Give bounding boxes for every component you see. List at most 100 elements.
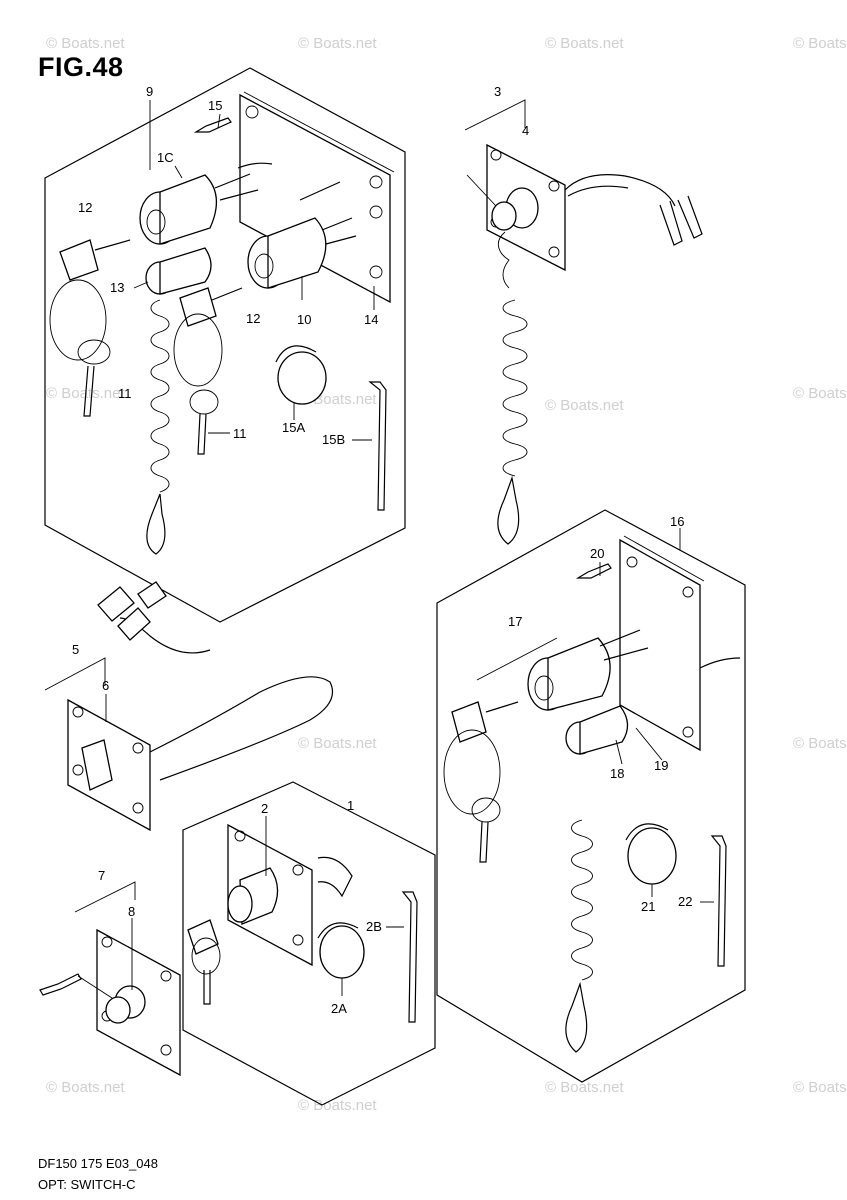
- key-ring: [191, 937, 221, 975]
- watermark: © Boats.net: [545, 397, 624, 414]
- connector: [97, 586, 135, 622]
- part-label-9: 9: [146, 84, 153, 99]
- assembly-5: 5 6: [44, 581, 334, 832]
- tie-strap: [401, 891, 418, 1023]
- screw: [39, 973, 82, 996]
- part-label-19: 19: [654, 758, 668, 773]
- part-label-13: 13: [110, 280, 124, 295]
- leader-line: [635, 727, 663, 761]
- part-label-15: 15: [208, 98, 222, 113]
- part-label-2b: 2B: [366, 919, 382, 934]
- connector: [137, 581, 167, 609]
- plate-hole: [72, 706, 84, 718]
- assembly-16: 16 20 17 18 19 21 22: [436, 509, 746, 1083]
- part-label-11-left: 11: [118, 386, 132, 401]
- wire-connector: [659, 195, 703, 246]
- watermark: © Boats.net: [46, 35, 125, 52]
- watermark: © Boats.net: [298, 35, 377, 52]
- figure-title: FIG.48: [38, 52, 124, 82]
- leader-line: [466, 174, 497, 207]
- switch-cap-rim: [317, 922, 359, 939]
- watermark: © Boats.net: [793, 385, 847, 402]
- ignition-switch-upper-body: [159, 174, 217, 245]
- switch-cap-rim: [275, 345, 317, 363]
- assembly-16-outline: [436, 509, 746, 1083]
- plate-hole: [72, 764, 84, 776]
- plate-hole: [292, 864, 304, 876]
- stop-switch-body: [159, 247, 212, 295]
- key-spare: [197, 413, 207, 455]
- part-label-16: 16: [670, 514, 684, 529]
- switch-wires: [299, 181, 357, 245]
- key-spare: [203, 970, 211, 1005]
- rotary-switch-knob: [105, 996, 131, 1024]
- coiled-lanyard: [571, 819, 593, 981]
- plate-hole: [234, 830, 246, 842]
- part-label-12-upper: 12: [78, 200, 92, 215]
- leader-line: [174, 165, 183, 179]
- watermark-layer: © Boats.net © Boats.net © Boats.net © Bo…: [46, 35, 847, 1114]
- switch-cable: [317, 856, 353, 898]
- part-label-20: 20: [590, 546, 604, 561]
- watermark: © Boats.net: [793, 1079, 847, 1096]
- part-label-17: 17: [508, 614, 522, 629]
- watermark: © Boats.net: [545, 35, 624, 52]
- panel-hole: [245, 105, 259, 119]
- assembly-7: 7 8: [39, 868, 181, 1077]
- switch-wires: [599, 629, 649, 661]
- coiled-lanyard: [502, 299, 528, 477]
- toggle-switch: [81, 739, 113, 791]
- part-label-21: 21: [641, 899, 655, 914]
- watermark: © Boats.net: [793, 735, 847, 752]
- panel-edge: [243, 91, 395, 173]
- ignition-switch-body: [547, 637, 611, 711]
- plate-hole: [132, 742, 144, 754]
- part-label-8: 8: [128, 904, 135, 919]
- switch-cap-rim: [625, 823, 669, 841]
- watermark: © Boats.net: [46, 1079, 125, 1096]
- panel-edge: [623, 535, 705, 582]
- screw: [575, 563, 612, 579]
- key-spare: [479, 821, 489, 863]
- key-spare: [83, 365, 95, 417]
- plate-hole: [548, 246, 560, 258]
- diagram-code: DF150 175 E03_048: [38, 1156, 158, 1171]
- leader-line: [77, 975, 113, 999]
- part-label-1: 1: [347, 798, 354, 813]
- ignition-switch-lower-body: [267, 217, 327, 289]
- assembly-1-outline: [182, 781, 436, 1106]
- panel-hole: [369, 175, 383, 189]
- lanyard-link: [497, 231, 510, 289]
- leader-line: [476, 637, 558, 681]
- part-label-2a: 2A: [331, 1001, 347, 1016]
- stop-switch-cap: [491, 201, 517, 231]
- diagram-caption: OPT: SWITCH-C: [38, 1177, 136, 1192]
- panel-hole: [682, 726, 694, 738]
- switch-cable: [699, 657, 741, 669]
- key-switch-face: [227, 885, 253, 923]
- key-ring: [443, 729, 501, 815]
- switch-cap: [277, 351, 327, 405]
- key-ring: [189, 389, 219, 415]
- part-label-2: 2: [261, 801, 268, 816]
- plate-hole: [160, 1044, 172, 1056]
- watermark: © Boats.net: [545, 1079, 624, 1096]
- panel-hole: [369, 205, 383, 219]
- plate-hole: [292, 934, 304, 946]
- key-ring: [471, 797, 501, 823]
- lanyard-clip: [565, 981, 588, 1053]
- plate-hole: [160, 970, 172, 982]
- part-label-10-upper: 1C: [157, 150, 174, 165]
- key-blade: [211, 287, 243, 301]
- stop-switch-wire: [564, 174, 676, 207]
- key-upper: [59, 239, 99, 281]
- switch-cable: [149, 676, 334, 781]
- key: [187, 919, 219, 955]
- stop-switch-body: [579, 705, 629, 755]
- assembly-1: 1 2 2B 2A: [182, 781, 436, 1106]
- plate-hole: [132, 802, 144, 814]
- switch-panel-plate: [239, 93, 391, 304]
- panel-hole: [626, 556, 638, 568]
- switch-cap: [627, 827, 677, 885]
